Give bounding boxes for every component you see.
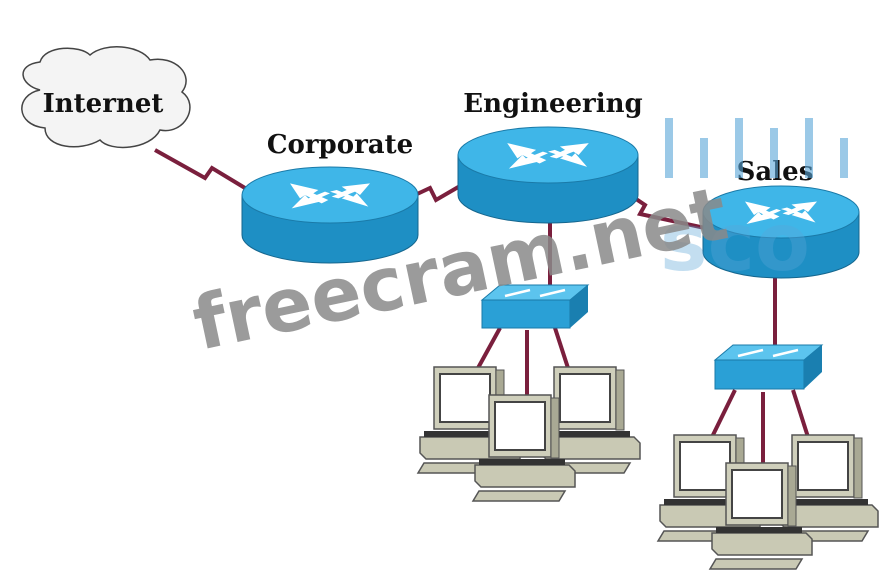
sales-pcs	[657, 434, 879, 570]
internet-label: Internet	[43, 89, 164, 119]
link-eng-pc-3	[553, 327, 570, 369]
engineering-label: Engineering	[463, 89, 642, 119]
links	[154, 148, 810, 465]
sales-switch	[713, 344, 824, 390]
link-sales-pc-3	[791, 389, 810, 438]
internet-cloud: Internet	[21, 46, 191, 149]
engineering-router: Engineering	[457, 89, 643, 224]
serial-link-corporate-engineering	[414, 184, 462, 203]
cloud-icon	[21, 46, 191, 149]
cisco-watermark: sco	[660, 118, 848, 289]
corporate-label: Corporate	[267, 130, 413, 160]
serial-link-internet-corporate	[154, 148, 247, 190]
engineering-switch	[480, 284, 590, 329]
link-eng-pc-1	[476, 327, 502, 369]
watermark-logo-text: sco	[660, 196, 810, 289]
link-sales-pc-1	[710, 389, 737, 438]
corporate-router: Corporate	[241, 130, 419, 264]
serial-link-engineering-sales	[628, 193, 706, 230]
